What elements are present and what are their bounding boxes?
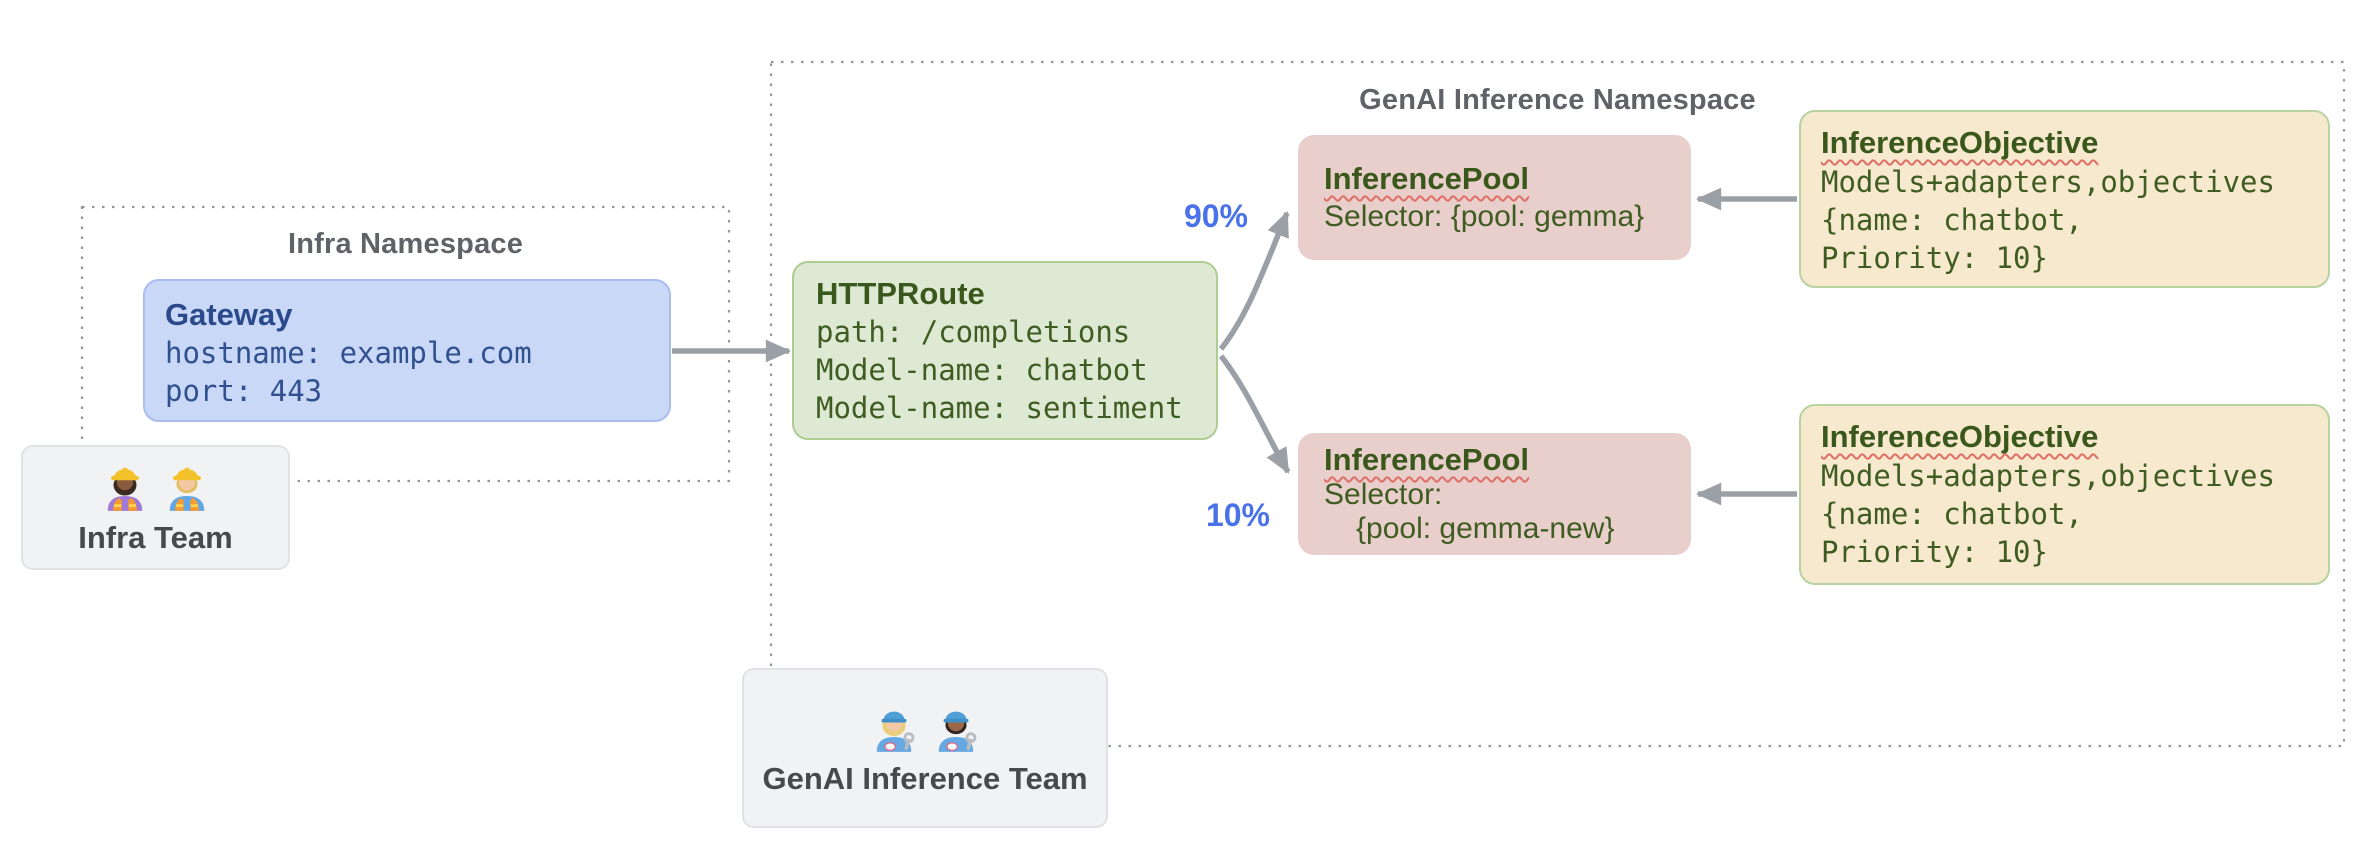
arrow-httproute-to-pool-canary xyxy=(1218,354,1291,474)
httproute-title: HTTPRoute xyxy=(816,276,985,311)
inference-pool-primary-title: InferencePool xyxy=(1324,161,1529,196)
gateway-node: Gateway hostname: example.com port: 443 xyxy=(143,279,671,422)
inference-pool-canary-selector-value: {pool: gemma-new} xyxy=(1356,512,1615,545)
inference-pool-primary-selector: Selector: {pool: gemma} xyxy=(1324,200,1645,233)
inference-pool-canary-selector: Selector: xyxy=(1324,478,1443,511)
inference-pool-canary-title: InferencePool xyxy=(1324,442,1529,477)
infra-team-icons xyxy=(102,459,210,511)
inference-objective-canary-title: InferenceObjective xyxy=(1821,419,2099,454)
infra-team-label: Infra Team xyxy=(78,520,233,555)
httproute-node: HTTPRoute path: /completions Model-name:… xyxy=(792,261,1218,440)
infra-namespace-title: Infra Namespace xyxy=(287,228,524,260)
gateway-hostname: hostname: example.com xyxy=(165,336,532,370)
gateway-port: port: 443 xyxy=(165,374,323,408)
inference-objective-primary-title: InferenceObjective xyxy=(1821,125,2099,160)
httproute-model-2: Model-name: sentiment xyxy=(816,391,1183,425)
objective-canary-line-1: Models+adapters,objectives xyxy=(1821,459,2275,493)
woman-construction-worker-icon xyxy=(107,467,142,511)
genai-namespace-border xyxy=(769,60,2346,748)
objective-canary-line-3: Priority: 10} xyxy=(1821,535,2048,569)
traffic-split-canary-label: 10% xyxy=(1205,497,1270,533)
genai-team-icons xyxy=(871,700,979,752)
genai-namespace-title: GenAI Inference Namespace xyxy=(1359,84,1756,116)
gateway-title: Gateway xyxy=(165,297,293,332)
inference-objective-canary-node: InferenceObjective Models+adapters,objec… xyxy=(1799,404,2330,585)
man-mechanic-icon xyxy=(938,711,977,752)
infra-team-card: Infra Team xyxy=(21,445,290,570)
inference-pool-canary-node: InferencePool Selector: {pool: gemma-new… xyxy=(1298,433,1691,555)
objective-canary-line-2: {name: chatbot, xyxy=(1821,497,2083,531)
traffic-split-primary-label: 90% xyxy=(1183,198,1248,234)
objective-primary-line-3: Priority: 10} xyxy=(1821,241,2048,275)
httproute-model-1: Model-name: chatbot xyxy=(816,353,1148,387)
man-construction-worker-icon xyxy=(169,467,204,511)
genai-team-label: GenAI Inference Team xyxy=(762,760,1088,796)
genai-team-card: GenAI Inference Team xyxy=(742,668,1108,828)
inference-objective-primary-node: InferenceObjective Models+adapters,objec… xyxy=(1799,110,2330,288)
objective-primary-line-1: Models+adapters,objectives xyxy=(1821,165,2275,199)
arrow-httproute-to-pool-primary xyxy=(1218,211,1290,351)
inference-pool-primary-node: InferencePool Selector: {pool: gemma} xyxy=(1298,135,1691,260)
httproute-path: path: /completions xyxy=(816,315,1131,349)
objective-primary-line-2: {name: chatbot, xyxy=(1821,203,2083,237)
woman-mechanic-icon xyxy=(876,711,915,752)
